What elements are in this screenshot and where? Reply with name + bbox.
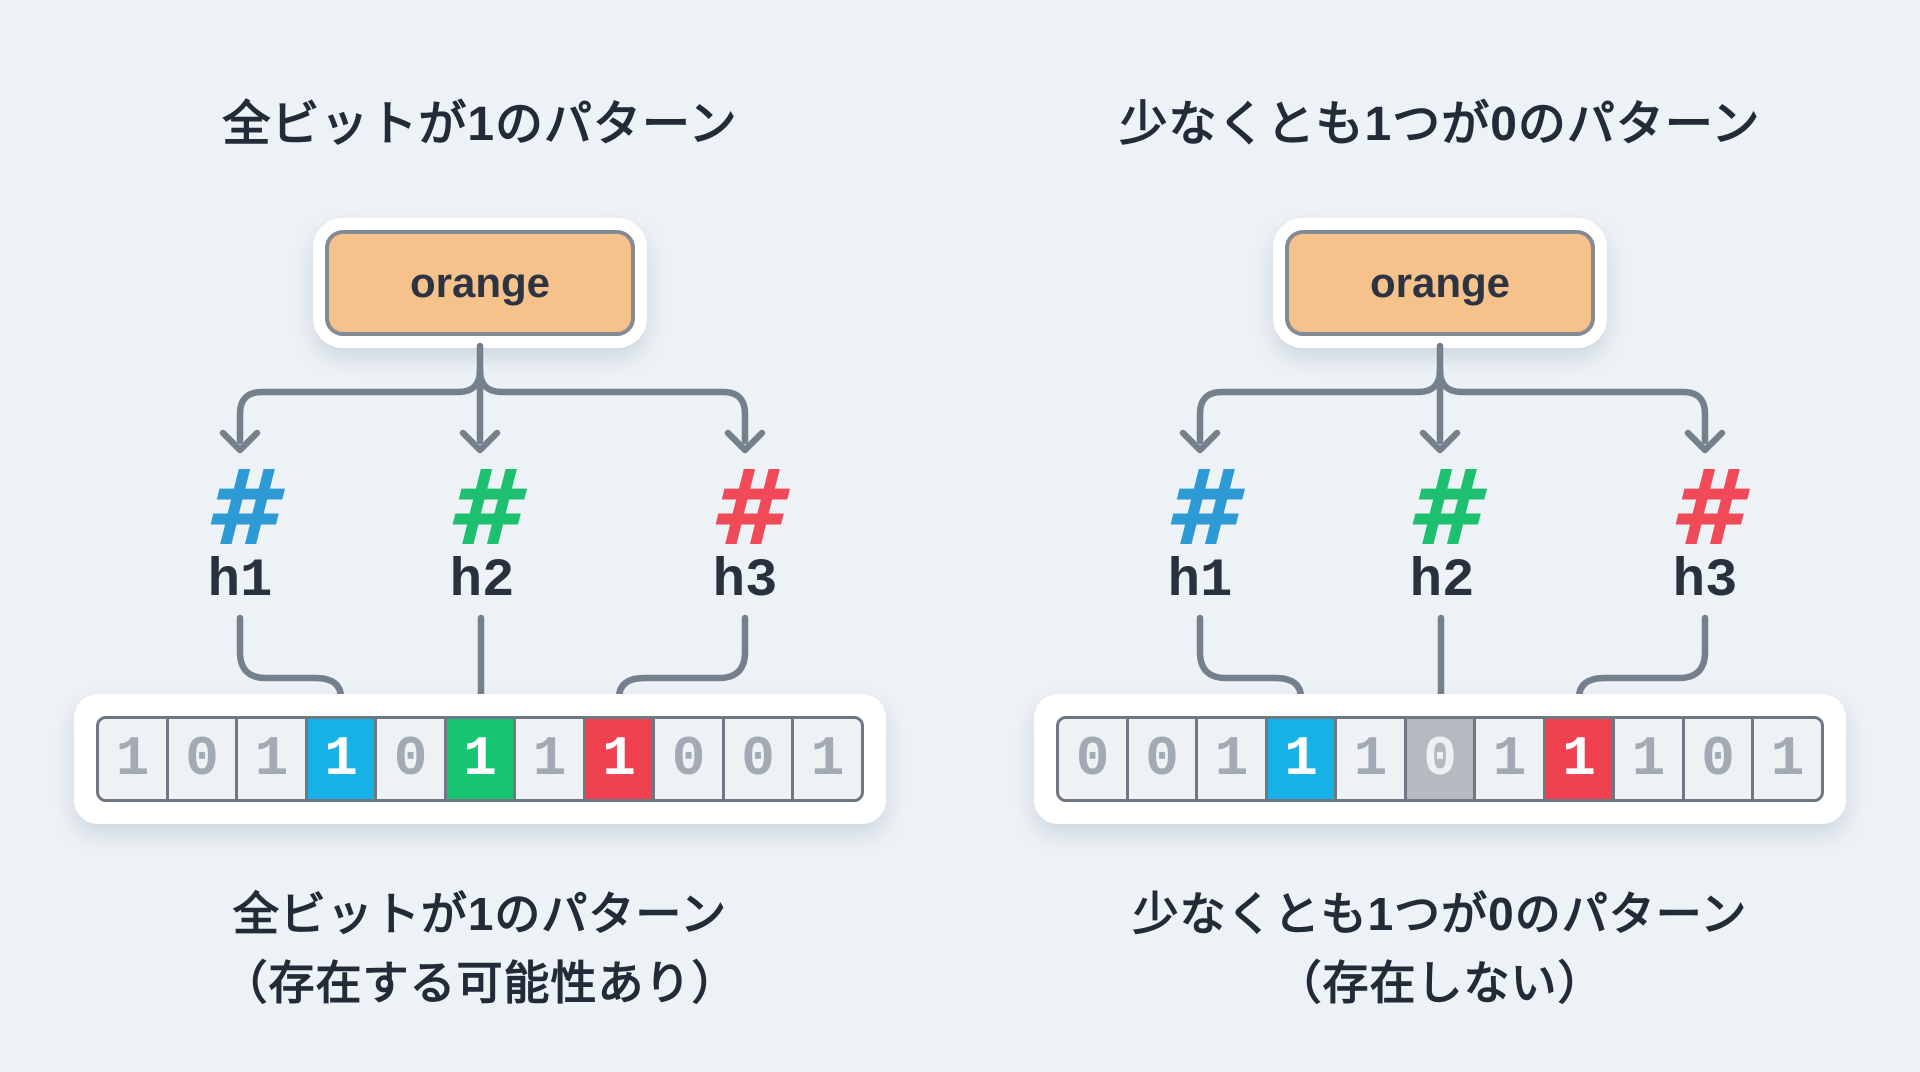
bit-cell: 1 — [235, 716, 308, 802]
caption-line-1: 全ビットが1のパターン — [232, 888, 728, 940]
input-word-card: orange — [1273, 218, 1607, 348]
hash-icon: # — [1163, 447, 1237, 569]
hash-function-label: h3 — [712, 551, 778, 612]
fan-out-arrows — [1179, 342, 1726, 454]
input-word-card: orange — [313, 218, 647, 348]
hash-function-label: h3 — [1672, 551, 1738, 612]
panel-caption: 少なくとも1つが0のパターン （存在しない） — [960, 880, 1920, 1018]
word-box: orange — [325, 230, 635, 336]
caption-line-2: （存在しない） — [1275, 957, 1605, 1009]
hash-icon: # — [203, 447, 277, 569]
caption-line-2: （存在する可能性あり） — [221, 957, 739, 1009]
bit-cell: 1 — [1473, 716, 1546, 802]
bit-cell: 1 — [582, 716, 656, 802]
bit-cell: 0 — [652, 716, 725, 802]
bit-cell: 1 — [443, 716, 517, 802]
hash-icon: # — [708, 447, 782, 569]
bit-cell: 0 — [1681, 716, 1755, 802]
bit-cell: 0 — [374, 716, 447, 802]
bit-cell: 1 — [513, 716, 586, 802]
bit-cell: 1 — [1542, 716, 1616, 802]
panel-caption: 全ビットが1のパターン （存在する可能性あり） — [0, 880, 960, 1018]
hash-function-label: h2 — [1409, 551, 1475, 612]
panel-at-least-one-zero: 少なくとも1つが0のパターン orange — [960, 0, 1920, 1072]
bit-cell: 1 — [96, 716, 169, 802]
bit-cell: 0 — [1403, 716, 1477, 802]
bit-cell: 0 — [1056, 716, 1129, 802]
hash-function-label: h2 — [449, 551, 515, 612]
bit-cell: 1 — [1264, 716, 1338, 802]
bit-cell: 1 — [1195, 716, 1268, 802]
bit-cell: 1 — [791, 716, 864, 802]
hash-function-label: h1 — [207, 551, 273, 612]
bit-cell: 1 — [1751, 716, 1824, 802]
panel-title: 少なくとも1つが0のパターン — [1119, 98, 1761, 151]
word-label: orange — [409, 259, 551, 306]
hash-icon: # — [445, 447, 519, 569]
bit-cell: 1 — [1334, 716, 1407, 802]
panel-title: 全ビットが1のパターン — [222, 98, 738, 151]
bit-cell: 1 — [1612, 716, 1685, 802]
panel-all-bits-one: 全ビットが1のパターン orange — [0, 98, 960, 1018]
hash-icon: # — [1405, 447, 1479, 569]
caption-line-1: 少なくとも1つが0のパターン — [1132, 888, 1748, 940]
bit-cell: 1 — [304, 716, 378, 802]
hash-icon: # — [1668, 447, 1742, 569]
bit-cell: 0 — [165, 716, 239, 802]
fan-out-arrows — [219, 342, 766, 454]
hash-function-label: h1 — [1167, 551, 1233, 612]
bit-cell: 0 — [1125, 716, 1199, 802]
bit-cell: 0 — [721, 716, 795, 802]
word-box: orange — [1285, 230, 1595, 336]
word-label: orange — [1369, 259, 1511, 306]
